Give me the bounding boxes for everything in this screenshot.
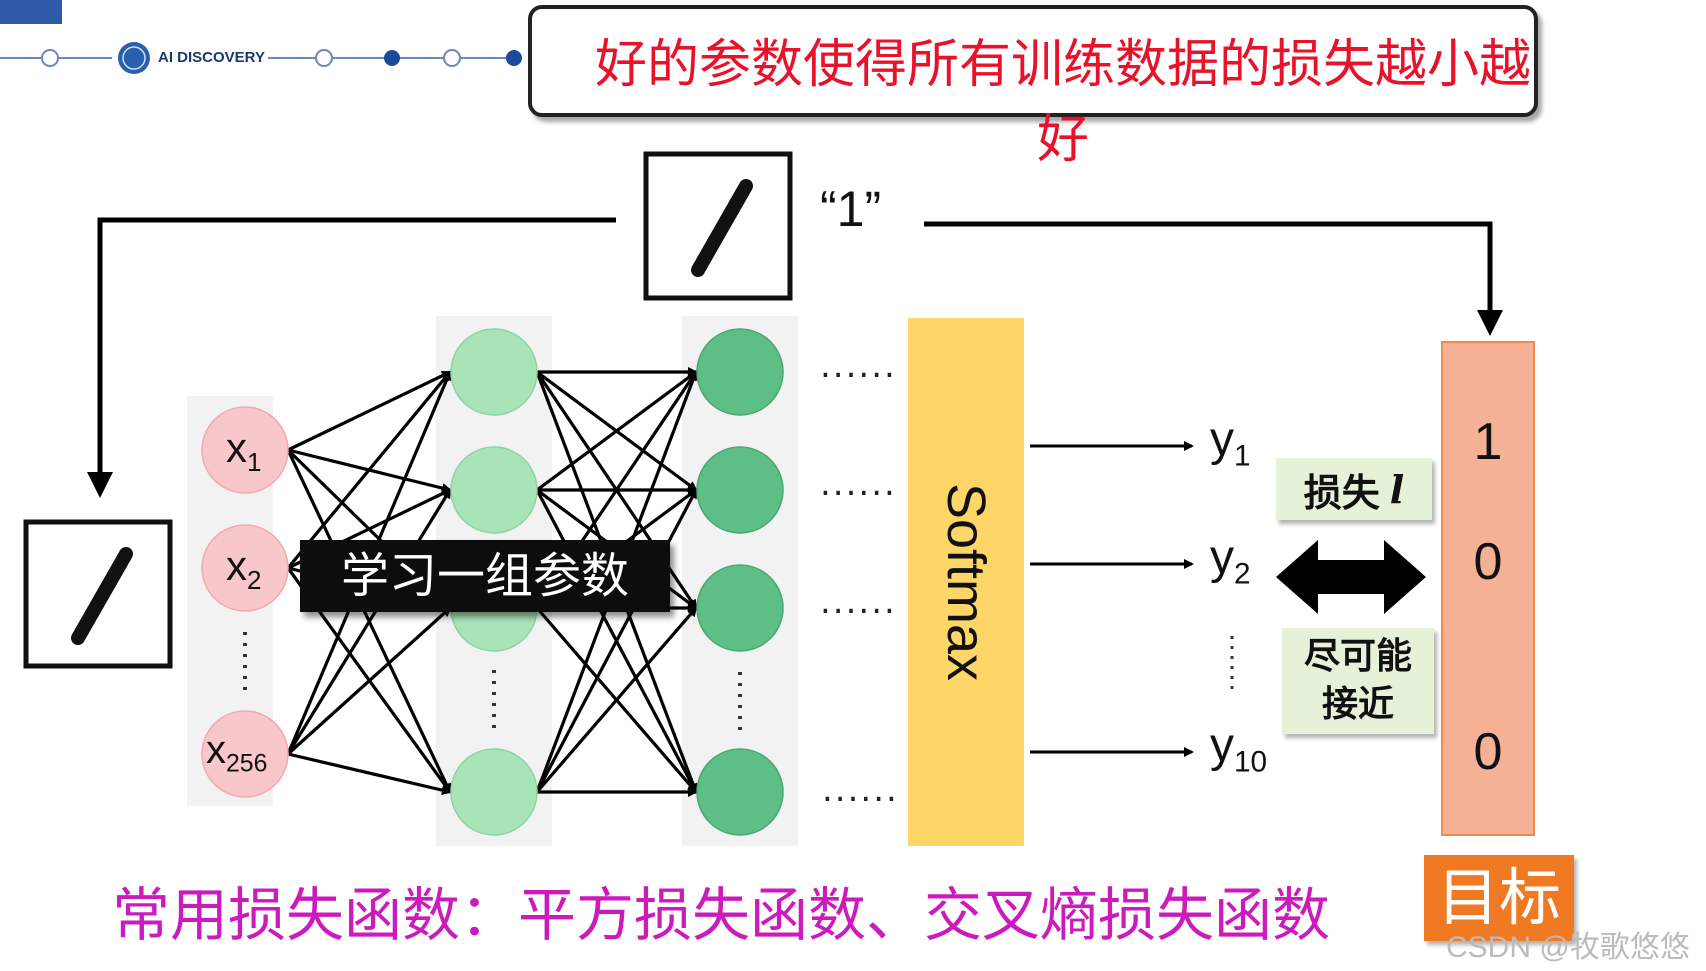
hidden2-node xyxy=(696,748,784,836)
loss-functions-caption: 常用损失函数：平方损失函数、交叉熵损失函数 xyxy=(112,881,1331,949)
approach-label-box: 尽可能 接近 xyxy=(1282,628,1434,734)
input-label-x256: x256 xyxy=(206,728,268,778)
target-label: 目标 xyxy=(1424,855,1574,941)
input-node-x2 xyxy=(201,524,289,612)
header-box xyxy=(528,5,1538,117)
input-node-x256 xyxy=(201,710,289,798)
continuation-dots: ...... xyxy=(820,346,897,386)
input-label-x2: x2 xyxy=(226,542,262,596)
logo-text: AI DISCOVERY xyxy=(158,49,265,66)
loss-label-box: 损失 l xyxy=(1276,458,1432,520)
approach-label-line1: 尽可能 xyxy=(1303,636,1412,677)
input-to-hidden1-edge xyxy=(286,488,452,755)
input-to-hidden1-edge xyxy=(287,752,452,796)
softmax-label-wrap: Softmax xyxy=(908,318,1024,846)
target-value-10: 0 xyxy=(1473,723,1503,781)
output-label-y10: y10 xyxy=(1210,719,1268,779)
hidden2-node xyxy=(696,328,784,416)
continuation-dots: ...... xyxy=(820,464,897,504)
sample-digit-image xyxy=(643,151,793,301)
double-arrow-icon xyxy=(1276,540,1426,614)
input-to-hidden1-edge xyxy=(286,370,452,570)
image-to-input-arrow xyxy=(87,217,616,498)
logo-bar xyxy=(0,42,522,74)
output-arrows xyxy=(1030,441,1234,757)
hidden2-node xyxy=(696,446,784,534)
loss-symbol: l xyxy=(1389,466,1405,512)
label-to-target-arrow xyxy=(924,221,1503,336)
target-value-2: 0 xyxy=(1473,533,1503,591)
target-vector xyxy=(1441,341,1535,836)
hidden1-to-hidden2-edge xyxy=(536,370,698,492)
hidden1-node xyxy=(450,446,538,534)
approach-label-line2: 接近 xyxy=(1321,684,1394,725)
hidden1-node xyxy=(450,748,538,836)
slide-remnant xyxy=(0,0,62,24)
input-node-x1 xyxy=(201,406,289,494)
input-label-x1: x1 xyxy=(226,424,262,478)
input-to-hidden1-edge xyxy=(287,370,452,452)
learn-params-label: 学习一组参数 xyxy=(300,540,670,612)
hidden1-node xyxy=(450,328,538,416)
hidden1-to-hidden2-edge xyxy=(535,606,698,794)
input-layer xyxy=(201,406,289,798)
sample-label: “1” xyxy=(820,181,882,237)
output-label-y1: y1 xyxy=(1210,413,1251,473)
output-label-y2: y2 xyxy=(1210,531,1251,591)
hidden2-node xyxy=(696,564,784,652)
continuation-dots: ...... xyxy=(822,770,899,810)
watermark: CSDN @牧歌悠悠 xyxy=(1446,931,1690,964)
continuation-dots: ...... xyxy=(820,582,897,622)
softmax-block xyxy=(908,318,1024,846)
hidden-layer-2 xyxy=(696,328,784,836)
input-digit-image xyxy=(23,519,173,669)
input-to-hidden1-edge xyxy=(286,606,452,756)
hidden-layer-1 xyxy=(450,328,538,836)
loss-label: 损失 xyxy=(1303,470,1380,515)
target-value-1: 1 xyxy=(1473,413,1503,471)
header-title: 好的参数使得所有训练数据的损失越小越好 xyxy=(594,35,1531,170)
softmax-label: Softmax xyxy=(936,482,997,682)
